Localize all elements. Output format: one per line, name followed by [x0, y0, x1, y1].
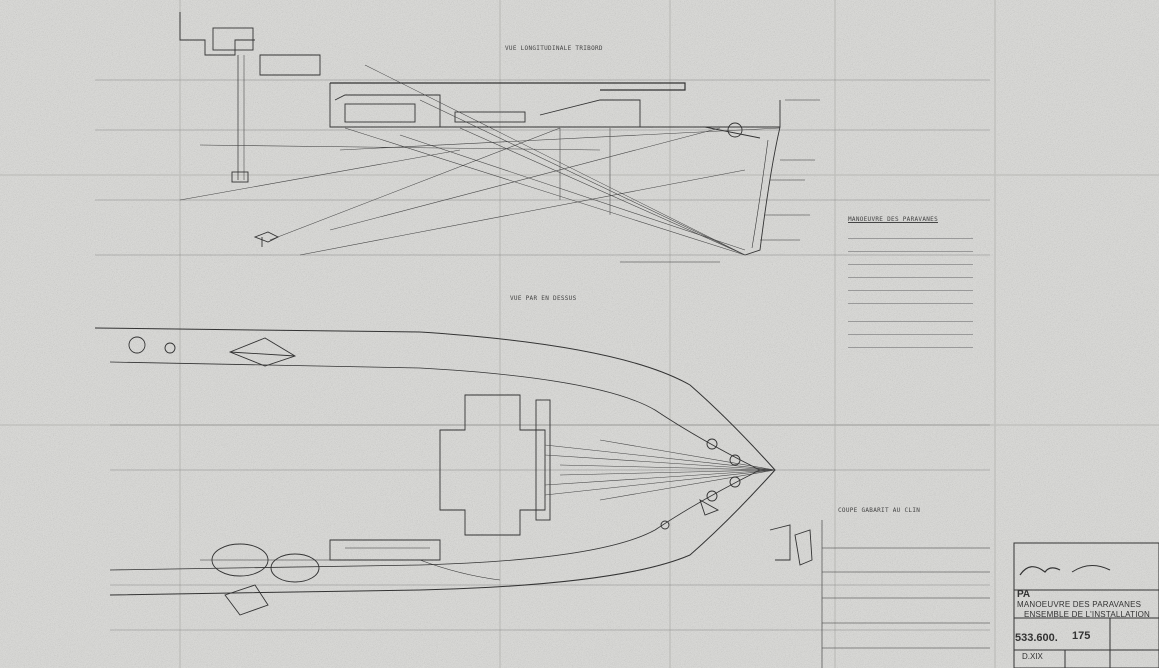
section-view: [769, 520, 990, 668]
title-block: PA MANOEUVRE DES PARAVANES ENSEMBLE DE L…: [1014, 540, 1159, 668]
notes-title: MANOEUVRE DES PARAVANES: [848, 216, 938, 223]
drawing-title-line2: ENSEMBLE DE L'INSTALLATION: [1024, 610, 1151, 619]
notes-block: MANOEUVRE DES PARAVANES: [848, 216, 973, 353]
drawing-title-line1: MANOEUVRE DES PARAVANES: [1017, 600, 1142, 609]
section-view-label: COUPE GABARIT AU CLIN: [838, 507, 921, 514]
drawing-number: 533.600.: [1015, 632, 1058, 644]
plan-view: [94, 327, 776, 616]
drawing-prefix: PA: [1017, 589, 1031, 600]
sheet-number: 175: [1072, 630, 1091, 642]
drawing-series: D.XIX: [1022, 652, 1043, 661]
title-block-frame: [1013, 542, 1159, 668]
plan-view-label: VUE PAR EN DESSUS: [510, 295, 577, 302]
elevation-view: [179, 12, 820, 263]
elevation-view-label: VUE LONGITUDINALE TRIBORD: [505, 45, 603, 52]
